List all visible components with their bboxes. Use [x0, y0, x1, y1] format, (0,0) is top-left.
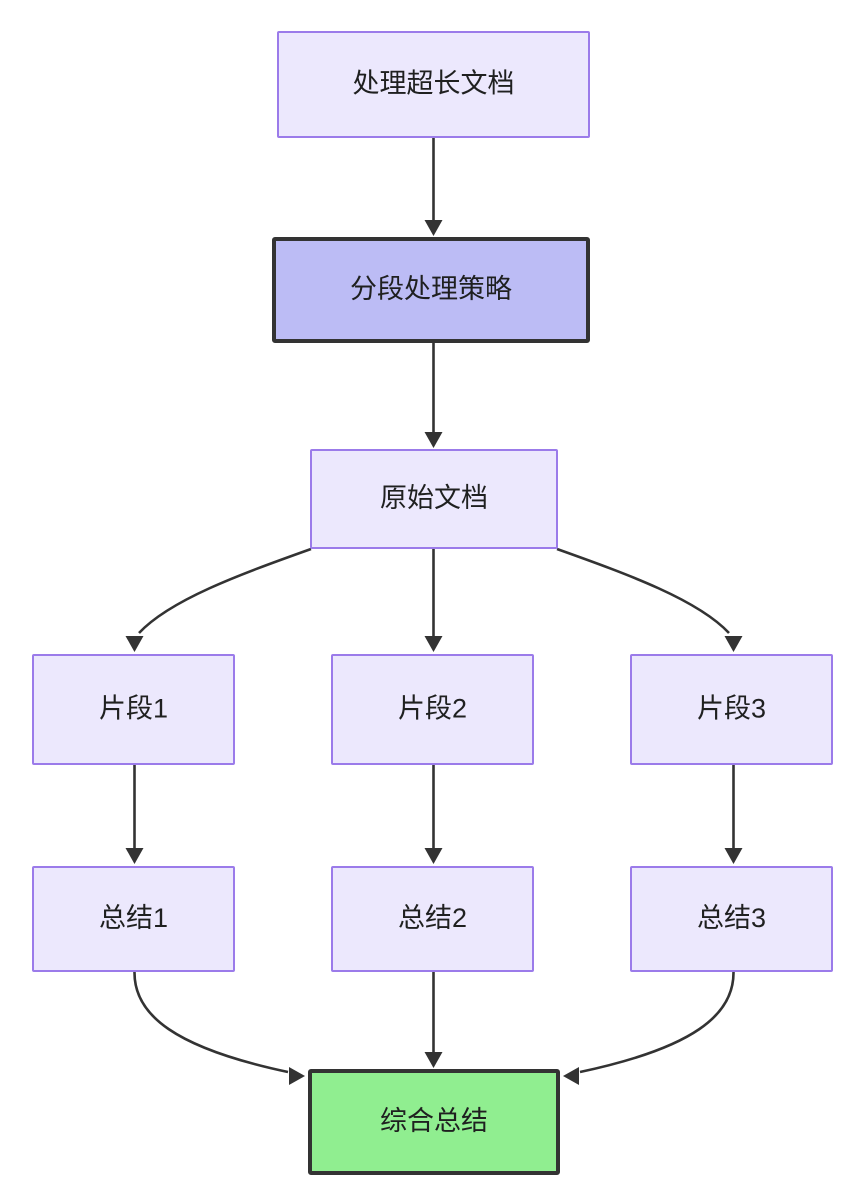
- edge-line: [556, 547, 730, 634]
- edge-original-doc-to-fragment-2: [424, 549, 443, 652]
- node-process-long-doc[interactable]: 处理超长文档: [277, 31, 590, 138]
- node-box[interactable]: [630, 866, 833, 972]
- edge-fragment-1-to-summary-1: [125, 765, 144, 864]
- node-chunk-strategy[interactable]: 分段处理策略: [272, 237, 590, 343]
- node-box[interactable]: [308, 1069, 560, 1175]
- edge-line: [138, 547, 312, 634]
- arrow-head-icon: [724, 848, 743, 864]
- node-box[interactable]: [272, 237, 590, 343]
- arrow-head-icon: [424, 432, 443, 448]
- edge-original-doc-to-fragment-1: [125, 547, 312, 652]
- node-box[interactable]: [32, 654, 235, 765]
- node-original-doc[interactable]: 原始文档: [310, 449, 558, 549]
- node-summary-2[interactable]: 总结2: [331, 866, 534, 972]
- arrow-head-icon: [724, 636, 743, 652]
- node-fragment-1[interactable]: 片段1: [32, 654, 235, 765]
- node-box[interactable]: [331, 866, 534, 972]
- arrow-head-icon: [289, 1067, 305, 1085]
- edge-line: [579, 971, 735, 1074]
- edge-original-doc-to-fragment-3: [556, 547, 743, 652]
- arrow-head-icon: [424, 636, 443, 652]
- arrow-head-icon: [125, 636, 144, 652]
- node-summary-1[interactable]: 总结1: [32, 866, 235, 972]
- node-box[interactable]: [32, 866, 235, 972]
- arrow-head-icon: [424, 220, 443, 236]
- node-box[interactable]: [630, 654, 833, 765]
- node-fragment-2[interactable]: 片段2: [331, 654, 534, 765]
- node-summary-3[interactable]: 总结3: [630, 866, 833, 972]
- arrow-head-icon: [424, 1052, 443, 1068]
- node-box[interactable]: [331, 654, 534, 765]
- node-final-summary[interactable]: 综合总结: [308, 1069, 560, 1175]
- node-box[interactable]: [277, 31, 590, 138]
- arrow-head-icon: [125, 848, 144, 864]
- edge-summary-1-to-final-summary: [133, 971, 305, 1085]
- edge-line: [133, 971, 289, 1074]
- arrow-head-icon: [563, 1067, 579, 1085]
- arrow-head-icon: [424, 848, 443, 864]
- edges-layer: [125, 138, 743, 1085]
- node-fragment-3[interactable]: 片段3: [630, 654, 833, 765]
- edge-fragment-3-to-summary-3: [724, 765, 743, 864]
- edge-summary-3-to-final-summary: [563, 971, 735, 1085]
- edge-summary-2-to-final-summary: [424, 972, 443, 1068]
- node-box[interactable]: [310, 449, 558, 549]
- edge-chunk-strategy-to-original-doc: [424, 343, 443, 448]
- edge-fragment-2-to-summary-2: [424, 765, 443, 864]
- edge-process-long-doc-to-chunk-strategy: [424, 138, 443, 236]
